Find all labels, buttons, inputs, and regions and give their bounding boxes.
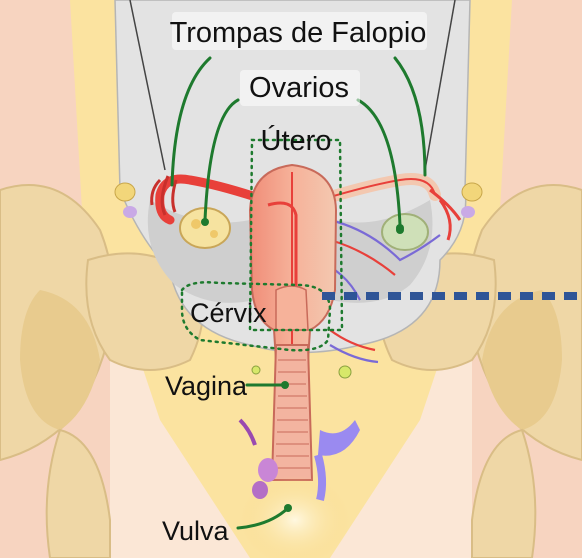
label-ovaries: Ovarios [249,72,349,104]
label-uterus: Útero [261,124,332,157]
right-ovary [382,214,428,250]
marker-left [252,366,260,374]
label-vagina: Vagina [165,371,248,401]
marker-right [339,366,351,378]
label-vulva: Vulva [162,516,230,546]
label-cervix: Cérvix [190,298,267,328]
cervix-shape [276,286,308,330]
vagina-shape [272,345,312,480]
label-fallopian-tubes: Trompas de Falopio [170,17,427,49]
